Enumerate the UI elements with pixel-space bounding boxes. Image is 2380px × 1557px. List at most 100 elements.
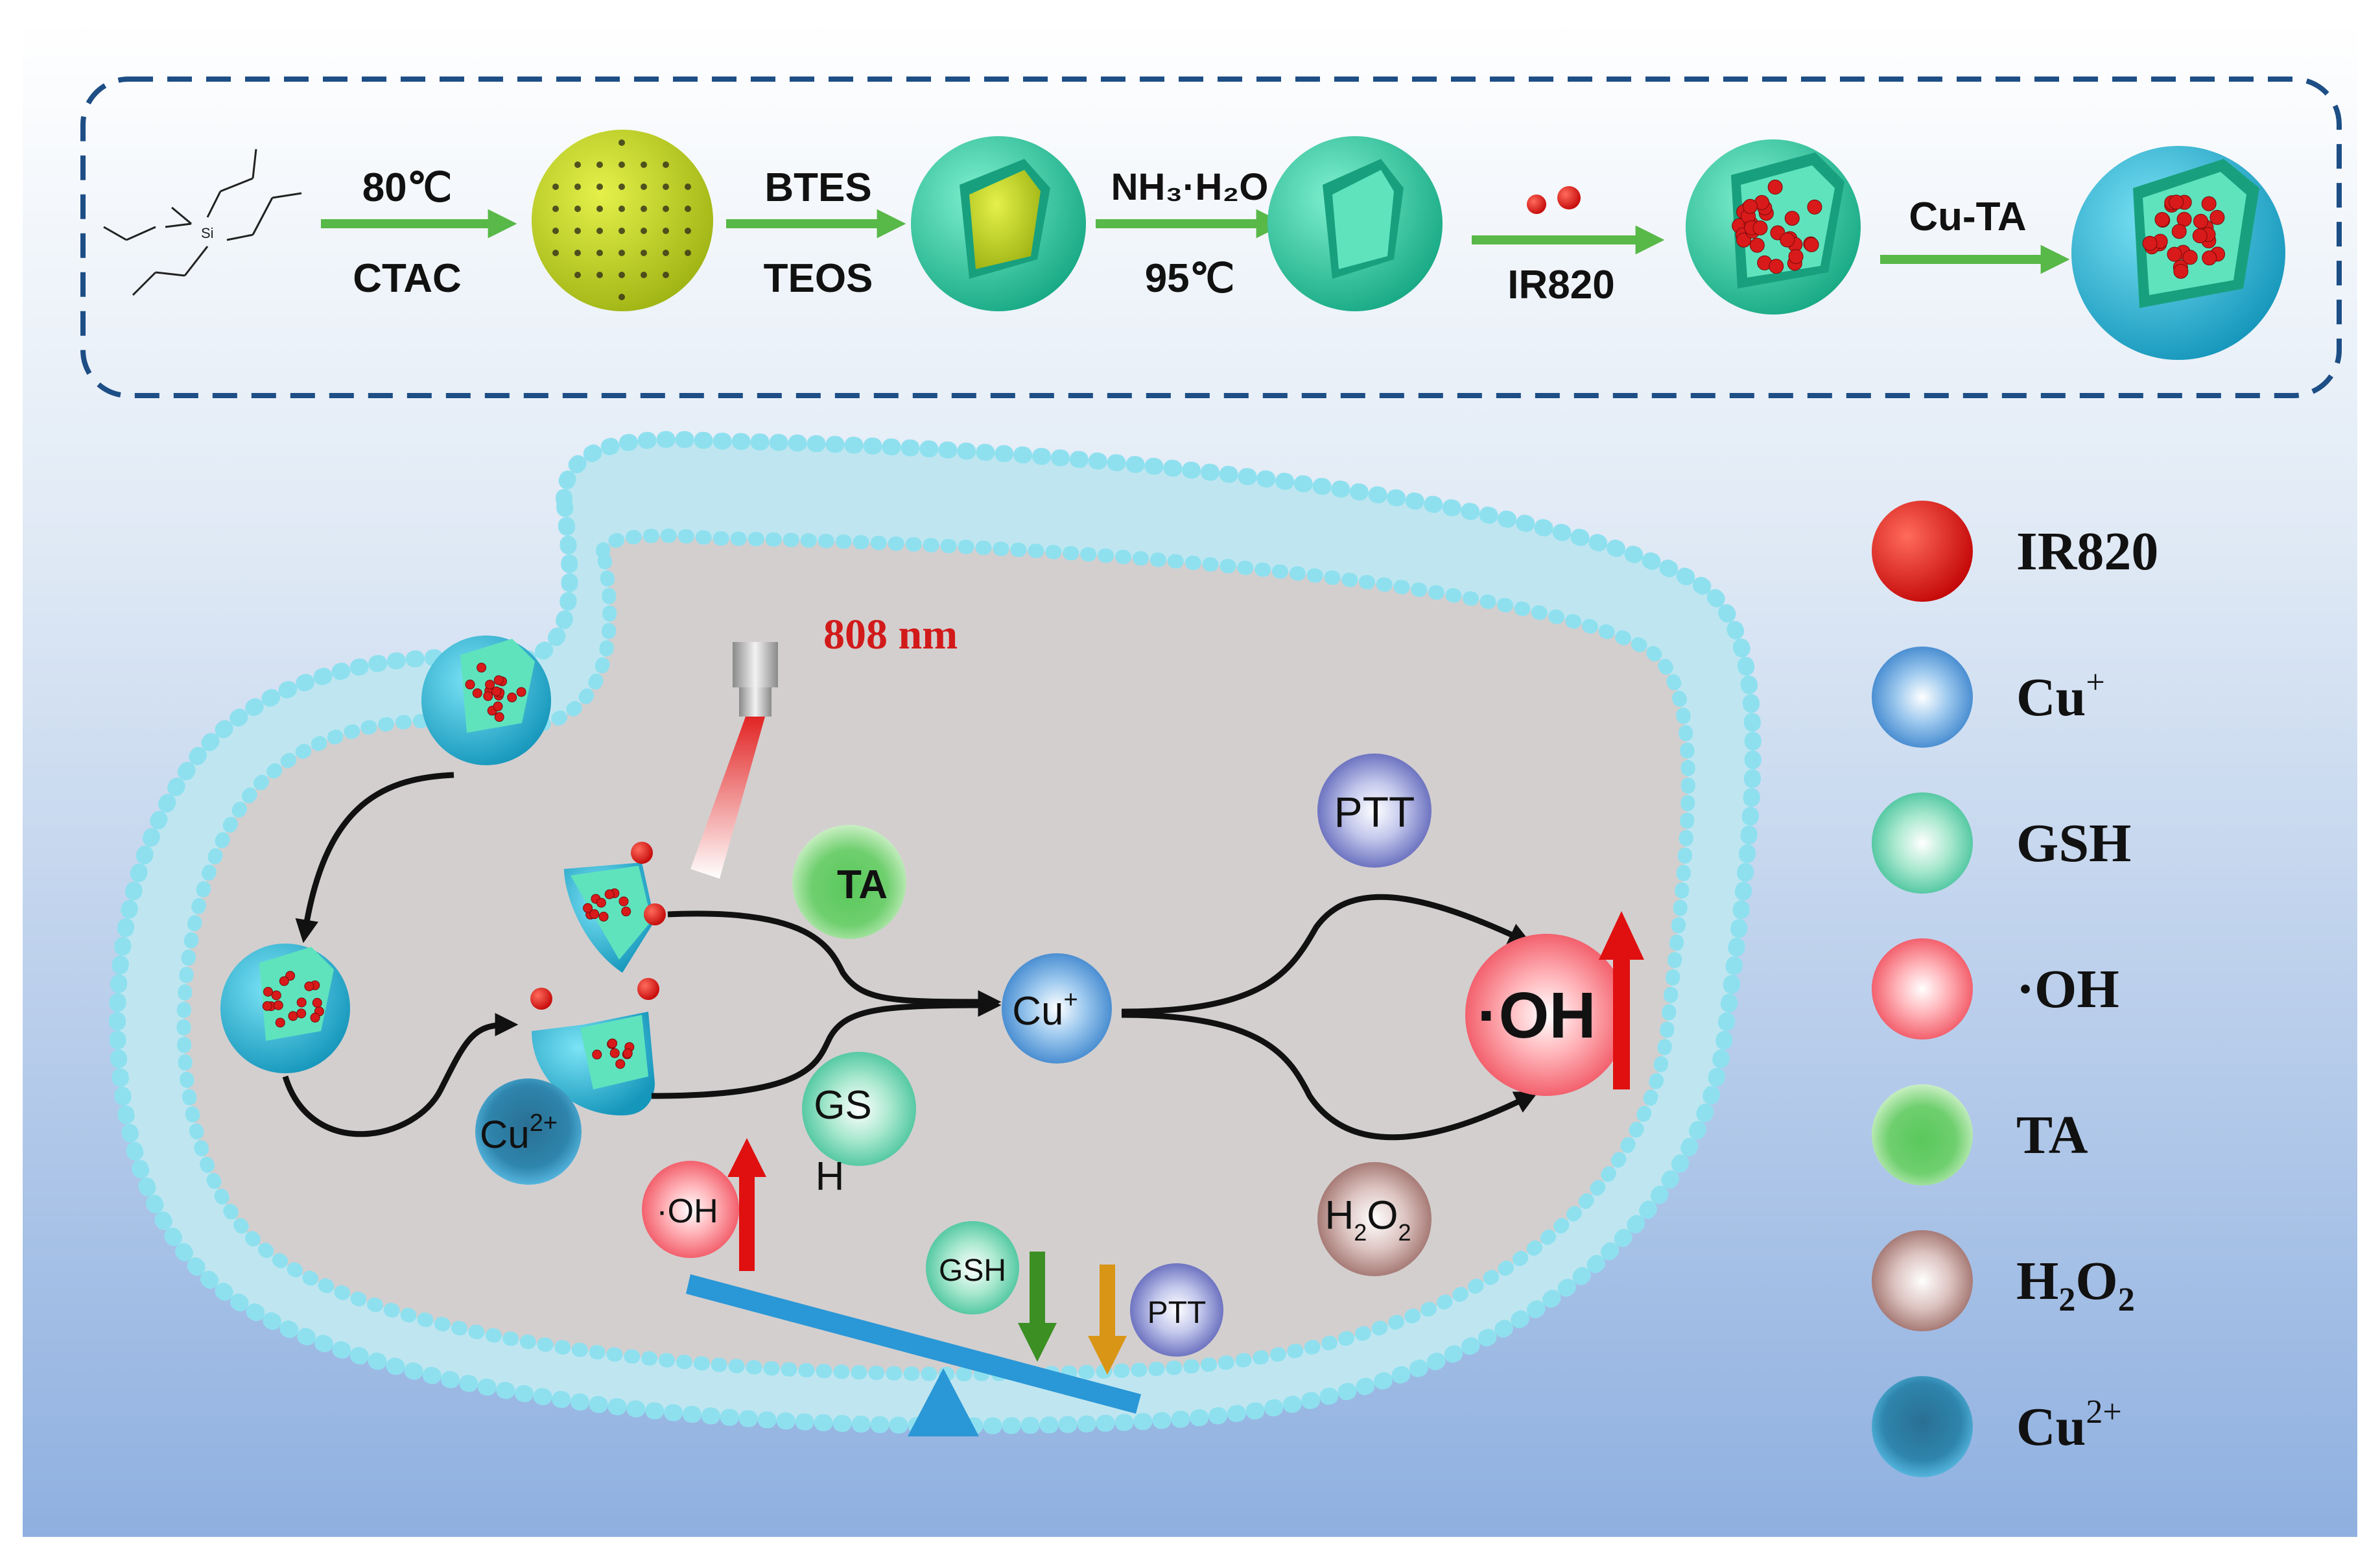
ir820-dot: [2171, 224, 2187, 239]
ir820-dot: [621, 907, 631, 917]
ir820-dot: [477, 663, 487, 673]
ir820-dot: [279, 976, 289, 986]
ir820-dot: [304, 981, 314, 992]
step2-top-label: BTES: [764, 165, 871, 210]
ir820-dot: [1804, 237, 1819, 252]
hollow-sphere: [1267, 136, 1443, 311]
step4-bottom-label: IR820: [1507, 263, 1614, 307]
h2o2-sphere: H2O2: [1317, 1162, 1432, 1276]
ta-sphere: TA: [792, 825, 906, 939]
pore: [574, 184, 581, 190]
ir820-dot: [2182, 250, 2198, 265]
pore: [663, 228, 669, 234]
ir820-dot: [507, 693, 517, 703]
gsh-sphere: GS H: [802, 1052, 916, 1199]
gsh-label-line1: GS: [814, 1083, 872, 1128]
synthesis-frame: [80, 77, 2342, 398]
pore: [552, 184, 559, 190]
np-internalized: [220, 944, 350, 1073]
pore: [596, 161, 603, 168]
teos-molecule: [103, 149, 302, 296]
legend-swatch: [1872, 1084, 1973, 1185]
ir820-dot: [491, 686, 502, 696]
pore: [619, 250, 625, 256]
pore: [552, 250, 559, 256]
ir820-dot: [2209, 209, 2225, 225]
ir820-dot: [615, 1059, 626, 1069]
pores-yellow: [552, 139, 691, 300]
pore: [574, 272, 581, 278]
pore: [596, 184, 603, 190]
ptt-label: PTT: [1334, 788, 1415, 836]
ir820-dot: [472, 688, 482, 698]
legend-swatch: [1872, 792, 1973, 894]
gsh-label-line2: H: [816, 1154, 845, 1199]
ir820-dot: [2173, 263, 2189, 279]
pore: [641, 161, 647, 168]
step2-bottom-label: TEOS: [764, 256, 873, 301]
step5-top-label: Cu-TA: [1909, 195, 2026, 239]
ir820-released-3: [637, 978, 659, 1000]
ir820-dot: [271, 990, 281, 1001]
ir820-dot: [288, 1011, 298, 1021]
pore: [619, 228, 625, 234]
ptt-sphere: PTT: [1317, 754, 1432, 868]
pore: [663, 250, 669, 256]
pore: [552, 206, 559, 212]
cu2-label: Cu2+: [480, 1110, 558, 1156]
ir820-dot: [604, 889, 615, 899]
legend-label: IR820: [2016, 521, 2158, 582]
legend-label: GSH: [2016, 813, 2131, 874]
legend-swatch: [1872, 938, 1973, 1040]
ir820-dot: [263, 986, 274, 997]
balance-ptt-down-arrow: [1088, 1265, 1127, 1375]
pore: [641, 250, 647, 256]
legend-swatch: [1872, 501, 1973, 602]
pore: [619, 206, 625, 212]
ir820-dot: [494, 712, 504, 722]
ta-label: TA: [837, 862, 888, 907]
oh-big-sphere: ·OH: [1465, 934, 1627, 1096]
pore: [663, 272, 669, 278]
legend-label: TA: [2016, 1105, 2088, 1165]
arrow-lower-to-cu: [651, 993, 1002, 1099]
arrow-upper-to-cu: [667, 910, 1002, 1014]
ir820-dot: [619, 896, 629, 907]
legend-swatch: [1872, 1230, 1973, 1331]
ir820-dot: [1752, 220, 1768, 235]
laser-beam: [690, 717, 765, 879]
pore: [574, 250, 581, 256]
ir820-dot: [589, 909, 600, 920]
balance-gsh-label: GSH: [939, 1254, 1006, 1288]
balance-ptt-label: PTT: [1148, 1296, 1207, 1330]
ir820-dot: [2169, 195, 2184, 210]
ir820-dot: [312, 997, 322, 1008]
si-atom-label: Si: [201, 225, 214, 241]
ir820-dot: [296, 1008, 307, 1019]
oh-increase-arrow: [1599, 911, 1644, 1089]
legend-swatch: [1872, 647, 1973, 748]
arrow-cu-to-oh-top: [1121, 894, 1533, 1015]
step3-bottom-label: 95℃: [1145, 256, 1235, 301]
balance-oh-up-arrow: [727, 1138, 766, 1271]
core-shell-sphere: [911, 136, 1086, 311]
ir820-dot: [296, 997, 307, 1008]
ir820-dot: [592, 1049, 602, 1060]
pore: [596, 228, 603, 234]
legend-label: Cu+: [2016, 664, 2105, 728]
cu-plus-label: Cu+: [1012, 986, 1078, 1034]
pore: [596, 206, 603, 212]
step1-bottom-label: CTAC: [353, 256, 462, 301]
pore: [619, 184, 625, 190]
ir820-dot: [583, 903, 593, 913]
pore: [574, 206, 581, 212]
ir820-dot: [607, 1038, 618, 1049]
pore: [619, 294, 625, 300]
ir820-dot: [465, 680, 475, 690]
legend-label: Cu2+: [2016, 1394, 2122, 1457]
pore: [596, 250, 603, 256]
balance-seesaw: ·OH GSH PTT: [642, 1138, 1223, 1436]
ir820-dot: [2201, 196, 2217, 211]
arrow-enter-to-internal: [295, 772, 454, 944]
